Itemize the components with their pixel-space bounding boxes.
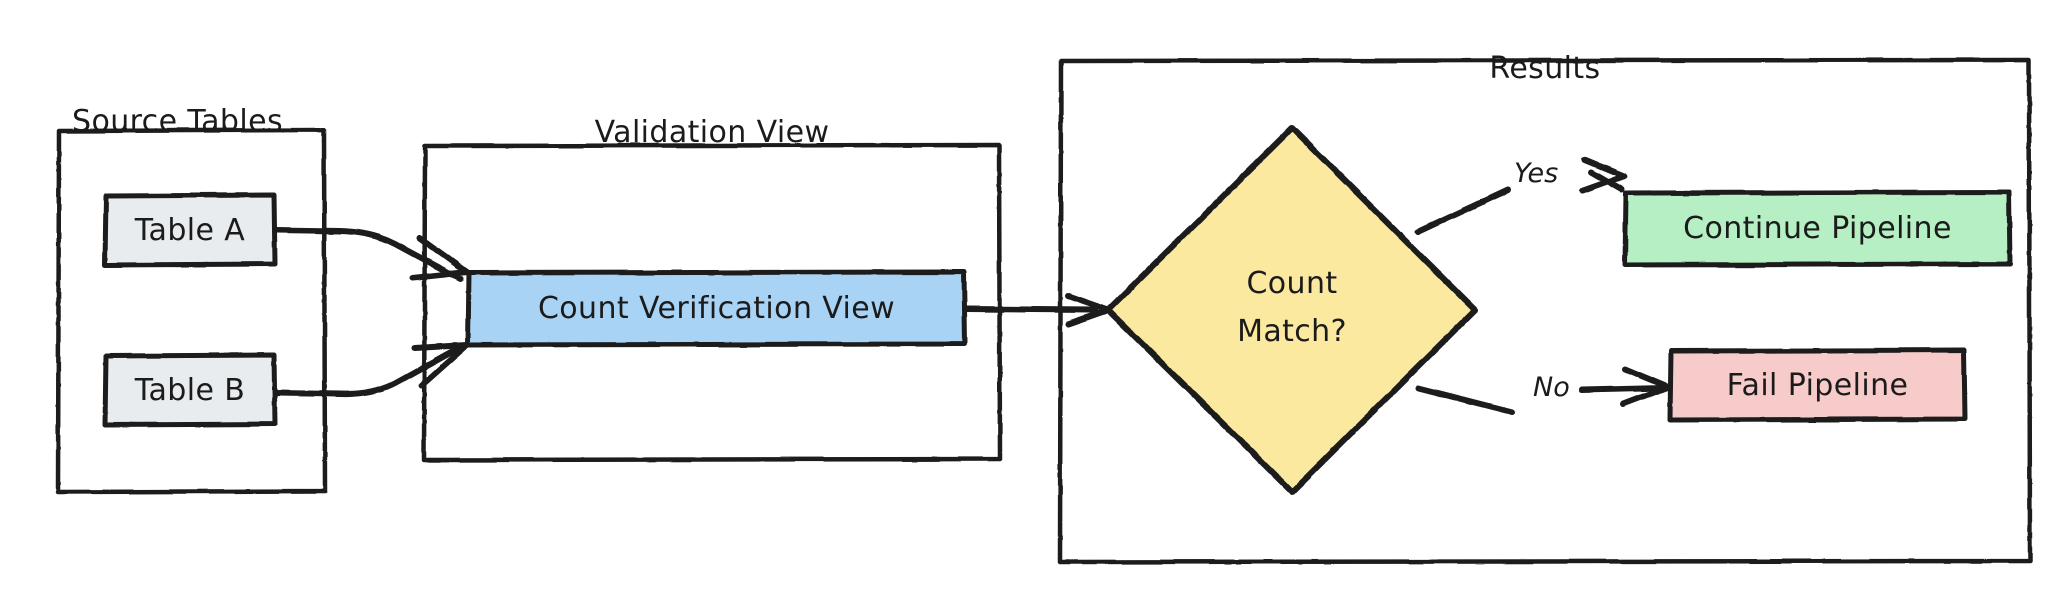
continue-pipeline-hit-area[interactable] [1625,192,2010,265]
node-table-a-shape[interactable] [102,192,278,268]
table-a-hit-area[interactable] [105,195,275,265]
group-source-tables-border [55,127,328,495]
node-count-match-shape[interactable] [1105,125,1478,495]
node-table-b-shape[interactable] [102,352,278,428]
edge-decision-yes [1415,157,1627,235]
count-verification-view-hit-area[interactable] [468,272,965,345]
group-title-results: Results [1489,51,1601,86]
node-continue-pipeline-shape[interactable] [1622,189,2013,268]
table-b-hit-area[interactable] [105,355,275,425]
node-count-verification-view-shape[interactable] [465,269,968,348]
edge-label-no: No [1533,372,1570,403]
count-match-hit-area[interactable] [1170,190,1415,430]
node-fail-pipeline-shape[interactable] [1667,347,1968,423]
fail-pipeline-hit-area[interactable] [1670,350,1965,420]
group-title-source-tables: Source Tables [72,104,283,139]
group-title-validation-view: Validation View [594,115,830,150]
edge-label-yes: Yes [1514,158,1559,189]
